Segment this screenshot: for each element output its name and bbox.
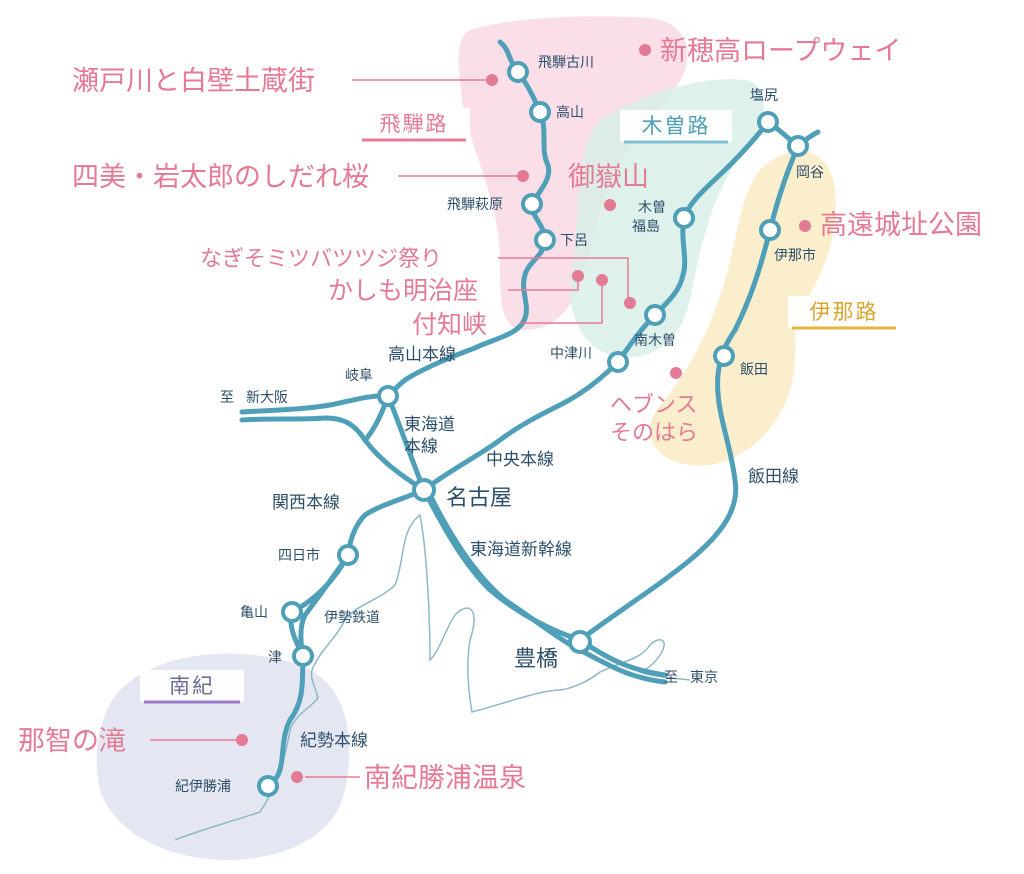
- spot-label-tsukechi[interactable]: 付知峡: [412, 310, 487, 339]
- station-marker-kii-katsuura[interactable]: [257, 775, 279, 797]
- spot-label-setogawa[interactable]: 瀬戸川と白壁土蔵街: [72, 66, 315, 97]
- station-marker-nakatsugawa[interactable]: [607, 351, 629, 373]
- spot-label-ontake[interactable]: 御嶽山: [568, 162, 649, 193]
- station-label-shiojiri: 塩尻: [750, 88, 778, 104]
- line-label-tokaido-2: 本線: [404, 437, 438, 457]
- station-marker-yokkaichi[interactable]: [337, 544, 359, 566]
- kiso-region-area: [570, 79, 764, 358]
- tokaido-line-west-track: [239, 393, 391, 415]
- spot-label-nagiso[interactable]: なぎそミツバツツジ祭り: [200, 247, 442, 272]
- line-label-kisei: 紀勢本線: [300, 731, 368, 751]
- spot-label-heavens-1[interactable]: ヘブンス: [610, 393, 698, 418]
- station-label-gifu: 岐阜: [345, 367, 373, 384]
- region-label-ina: 伊那路: [810, 300, 879, 324]
- station-marker-hida-furukawa[interactable]: [507, 61, 529, 83]
- station-marker-gero[interactable]: [534, 229, 556, 251]
- spot-dot-ontake[interactable]: [604, 199, 616, 211]
- spot-label-nachi[interactable]: 那智の滝: [18, 726, 126, 757]
- spot-label-shibi[interactable]: 四美・岩太郎のしだれ桜: [72, 162, 369, 193]
- ina-label-box: [788, 296, 900, 328]
- station-label-gero: 下呂: [560, 233, 588, 249]
- station-label-nakatsugawa: 中津川: [550, 346, 592, 362]
- line-label-iida: 飯田線: [748, 467, 799, 487]
- station-label-kiso-fukushima-2: 福島: [632, 219, 660, 235]
- direction-label-osaka: 新大阪: [246, 390, 288, 406]
- hida-label-box: [358, 108, 470, 140]
- station-label-nagoya: 名古屋: [446, 486, 512, 511]
- station-marker-takayama[interactable]: [529, 101, 551, 123]
- direction-prefix-osaka: 至: [220, 390, 234, 406]
- iida-line-track: [577, 227, 773, 643]
- direction-label-tokyo: 東京: [690, 670, 718, 686]
- tokaido-line-west-track-2: [239, 415, 427, 493]
- hida-region-area: [458, 16, 688, 330]
- station-markers: [257, 61, 809, 797]
- station-label-kii-katsuura: 紀伊勝浦: [175, 779, 231, 795]
- spot-label-kashimo[interactable]: かしも明治座: [328, 276, 478, 305]
- station-label-inashi: 伊那市: [774, 247, 816, 264]
- shinkansen-track-2: [427, 492, 668, 685]
- spot-label-nanki-katsuura[interactable]: 南紀勝浦温泉: [364, 763, 526, 794]
- spot-connectors: [150, 79, 629, 778]
- spot-dot-tsukechi[interactable]: [596, 274, 608, 286]
- station-marker-shiojiri[interactable]: [757, 111, 779, 133]
- station-marker-gifu[interactable]: [377, 385, 399, 407]
- direction-prefix-tokyo: 至: [664, 670, 678, 686]
- spot-dot-shinhotaka[interactable]: [639, 44, 651, 56]
- station-marker-toyohashi[interactable]: [568, 630, 592, 654]
- line-label-tokaido-1: 東海道: [404, 415, 455, 435]
- region-label-kiso: 木曽路: [642, 114, 711, 138]
- region-label-hida: 飛騨路: [380, 112, 449, 136]
- line-label-ise-railway: 伊勢鉄道: [324, 610, 380, 626]
- station-marker-okaya[interactable]: [787, 135, 809, 157]
- spot-label-takato[interactable]: 高遠城址公園: [820, 210, 982, 241]
- station-marker-nagoya[interactable]: [412, 478, 436, 502]
- nanki-label-box: [140, 670, 244, 702]
- line-label-shinkansen: 東海道新幹線: [470, 539, 572, 560]
- station-label-toyohashi: 豊橋: [514, 647, 558, 672]
- spot-dot-nachi[interactable]: [236, 734, 248, 746]
- station-marker-kiso-fukushima[interactable]: [673, 207, 695, 229]
- station-marker-hida-hagiwara[interactable]: [521, 193, 543, 215]
- spot-dot-setogawa[interactable]: [486, 74, 498, 86]
- spot-dot-nanki-katsuura[interactable]: [291, 771, 303, 783]
- station-marker-kameyama[interactable]: [281, 601, 303, 623]
- station-label-kiso-fukushima-1: 木曽: [638, 200, 666, 216]
- station-marker-minami-kiso[interactable]: [644, 304, 666, 326]
- spot-dot-heavens[interactable]: [670, 367, 682, 379]
- spot-dot-kashimo[interactable]: [572, 270, 584, 282]
- station-label-tsu: 津: [268, 650, 282, 666]
- station-label-takayama: 高山: [556, 104, 584, 121]
- station-marker-iida[interactable]: [713, 345, 735, 367]
- line-label-takayama: 高山本線: [388, 345, 456, 365]
- station-label-hida-hagiwara: 飛騨萩原: [447, 197, 503, 213]
- spot-dot-takato[interactable]: [799, 220, 811, 232]
- station-marker-tsu[interactable]: [292, 645, 314, 667]
- station-label-minami-kiso: 南木曽: [634, 333, 676, 349]
- line-label-chuo: 中央本線: [486, 450, 554, 470]
- spot-label-shinhotaka[interactable]: 新穂高ロープウェイ: [660, 36, 901, 67]
- kiso-label-box: [620, 110, 732, 142]
- station-label-okaya: 岡谷: [796, 165, 824, 181]
- station-label-hida-furukawa: 飛騨古川: [538, 55, 594, 71]
- spot-label-heavens-2[interactable]: そのはら: [610, 421, 698, 446]
- spot-dot-nagiso[interactable]: [624, 297, 636, 309]
- nanki-region-area: [96, 653, 350, 860]
- region-label-nanki: 南紀: [169, 674, 215, 698]
- line-label-kansai: 関西本線: [272, 493, 340, 513]
- station-label-iida: 飯田: [740, 361, 768, 378]
- station-label-kameyama: 亀山: [240, 605, 268, 621]
- spot-dot-shibi[interactable]: [517, 170, 529, 182]
- spot-dots: [236, 44, 811, 783]
- kansai-line-track: [345, 487, 427, 558]
- station-label-yokkaichi: 四日市: [278, 547, 320, 564]
- station-marker-inashi[interactable]: [759, 219, 781, 241]
- coastline: [174, 513, 691, 841]
